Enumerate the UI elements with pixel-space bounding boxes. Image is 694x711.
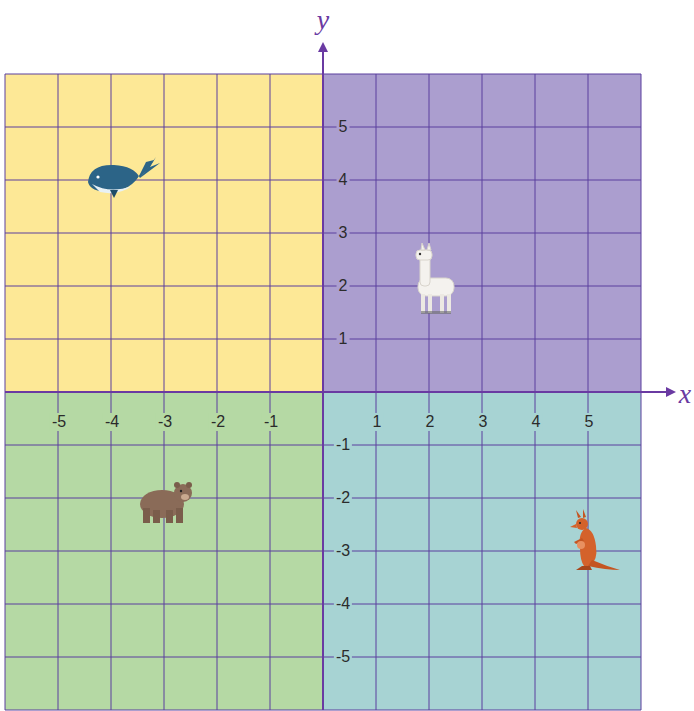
- tick-number: -2: [334, 489, 352, 507]
- llama-picture: [416, 243, 454, 314]
- bear-picture: [140, 482, 192, 523]
- tick-number: 4: [337, 171, 350, 189]
- tick-number: -2: [209, 413, 227, 431]
- axis-arrowhead: [318, 42, 328, 52]
- tick-number: 5: [583, 413, 596, 431]
- tick-number: -1: [334, 436, 352, 454]
- axis-name: y: [315, 5, 331, 35]
- tick-number: 1: [337, 330, 350, 348]
- tick-number: -4: [103, 413, 121, 431]
- tick-number: 3: [477, 413, 490, 431]
- tick-number: 2: [424, 413, 437, 431]
- y-axis: [322, 50, 324, 710]
- tick-number: -3: [334, 542, 352, 560]
- tick-number: -5: [50, 413, 68, 431]
- whale-picture: [88, 157, 160, 198]
- tick-number: 1: [371, 413, 384, 431]
- tick-number: -3: [156, 413, 174, 431]
- x-axis: [5, 391, 668, 393]
- tick-number: 2: [337, 277, 350, 295]
- tick-number: -4: [334, 595, 352, 613]
- tick-number: 5: [337, 118, 350, 136]
- tick-number: 4: [530, 413, 543, 431]
- tick-number: 3: [337, 224, 350, 242]
- kangaroo-picture: [570, 509, 620, 570]
- tick-number: -1: [262, 413, 280, 431]
- axis-arrowhead: [666, 387, 676, 397]
- axis-name: x: [677, 379, 693, 409]
- tick-number: -5: [334, 648, 352, 666]
